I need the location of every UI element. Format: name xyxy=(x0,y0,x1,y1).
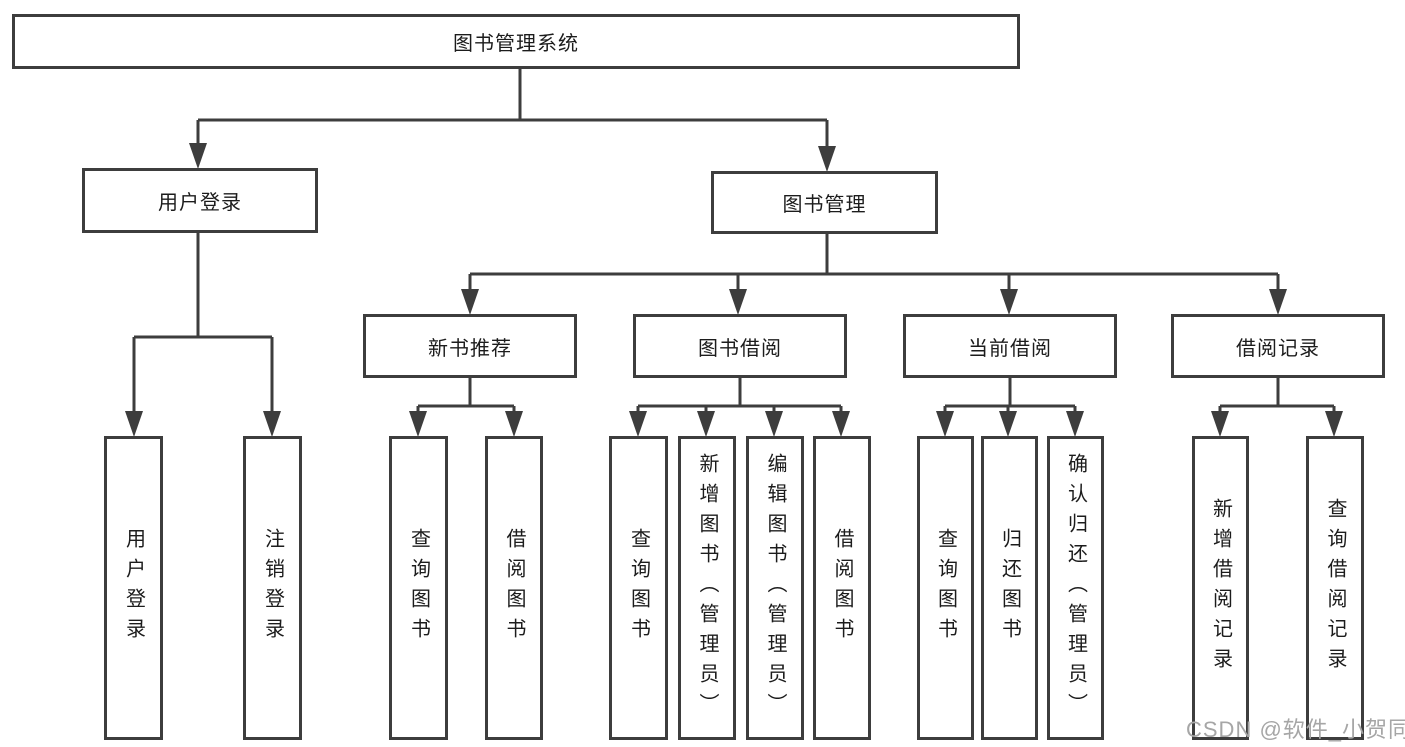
leaf-borrow-edit-book-label: 编辑图书（管理员） xyxy=(764,453,786,723)
leaf-records-add-record: 新增借阅记录 xyxy=(1192,436,1249,740)
leaf-newbooks-borrow-books-label: 借阅图书 xyxy=(503,528,525,648)
leaf-newbooks-query-books: 查询图书 xyxy=(389,436,448,740)
arrow-down-icon xyxy=(765,411,783,437)
arrow-down-icon xyxy=(936,411,954,437)
leaf-newbooks-query-books-label: 查询图书 xyxy=(407,528,430,648)
node-new-books: 新书推荐 xyxy=(363,314,577,378)
leaf-borrow-add-book-label: 新增图书（管理员） xyxy=(696,453,718,723)
node-user-login: 用户登录 xyxy=(82,168,318,233)
node-current-borrow: 当前借阅 xyxy=(903,314,1117,378)
connector-book-borrow-to-leaves xyxy=(636,378,843,412)
leaf-records-query-record-label: 查询借阅记录 xyxy=(1324,498,1346,678)
arrow-down-icon xyxy=(999,411,1017,437)
node-book-borrow-label: 图书借阅 xyxy=(698,337,782,360)
arrow-down-icon xyxy=(1066,411,1084,437)
leaf-current-confirm-return: 确认归还（管理员） xyxy=(1047,436,1104,740)
node-root: 图书管理系统 xyxy=(12,14,1020,69)
node-book-borrow: 图书借阅 xyxy=(633,314,847,378)
arrow-down-icon xyxy=(189,143,207,169)
arrow-down-icon xyxy=(409,411,427,437)
arrow-down-icon xyxy=(461,289,479,315)
leaf-logout-label: 注销登录 xyxy=(261,528,284,648)
arrow-down-icon xyxy=(832,411,850,437)
arrow-down-icon xyxy=(263,411,281,437)
arrow-down-icon xyxy=(1269,289,1287,315)
leaf-records-add-record-label: 新增借阅记录 xyxy=(1209,498,1232,678)
node-current-borrow-label: 当前借阅 xyxy=(968,337,1052,360)
leaf-borrow-query-books-label: 查询图书 xyxy=(627,528,650,648)
leaf-newbooks-borrow-books: 借阅图书 xyxy=(485,436,543,740)
leaf-borrow-borrow-book-label: 借阅图书 xyxy=(831,528,853,648)
leaf-user-login: 用户登录 xyxy=(104,436,163,740)
node-borrow-records-label: 借阅记录 xyxy=(1236,337,1320,360)
watermark: CSDN @软件_小贺同学 xyxy=(1186,717,1405,742)
arrowhead-icons xyxy=(125,143,1343,437)
node-borrow-records: 借阅记录 xyxy=(1171,314,1385,378)
connector-root-to-level2 xyxy=(196,68,829,148)
arrow-down-icon xyxy=(729,289,747,315)
leaf-current-confirm-return-label: 确认归还（管理员） xyxy=(1064,453,1087,723)
node-book-mgmt: 图书管理 xyxy=(711,171,938,234)
leaf-user-login-label: 用户登录 xyxy=(122,528,145,648)
leaf-current-query-books: 查询图书 xyxy=(917,436,974,740)
arrow-down-icon xyxy=(1325,411,1343,437)
connector-book-mgmt-to-level3 xyxy=(468,234,1280,291)
node-user-login-label: 用户登录 xyxy=(158,192,242,214)
arrow-down-icon xyxy=(125,411,143,437)
connector-new-books-to-leaves xyxy=(416,378,516,412)
leaf-current-return-book: 归还图书 xyxy=(981,436,1038,740)
leaf-records-query-record: 查询借阅记录 xyxy=(1306,436,1364,740)
arrow-down-icon xyxy=(1211,411,1229,437)
leaf-borrow-borrow-book: 借阅图书 xyxy=(813,436,871,740)
arrow-down-icon xyxy=(697,411,715,437)
node-root-label: 图书管理系统 xyxy=(453,33,579,55)
arrow-down-icon xyxy=(629,411,647,437)
node-new-books-label: 新书推荐 xyxy=(428,337,512,360)
arrow-down-icon xyxy=(505,411,523,437)
leaf-borrow-add-book: 新增图书（管理员） xyxy=(678,436,736,740)
node-book-mgmt-label: 图书管理 xyxy=(782,194,867,216)
connector-current-borrow-to-leaves xyxy=(943,378,1077,412)
leaf-borrow-edit-book: 编辑图书（管理员） xyxy=(746,436,804,740)
connector-borrow-records-to-leaves xyxy=(1218,378,1336,412)
arrow-down-icon xyxy=(1000,289,1018,315)
leaf-logout: 注销登录 xyxy=(243,436,302,740)
leaf-borrow-query-books: 查询图书 xyxy=(609,436,668,740)
arrow-down-icon xyxy=(818,146,836,172)
connector-user-login-to-leaves xyxy=(132,233,274,412)
leaf-current-query-books-label: 查询图书 xyxy=(934,528,957,648)
leaf-current-return-book-label: 归还图书 xyxy=(998,528,1021,648)
